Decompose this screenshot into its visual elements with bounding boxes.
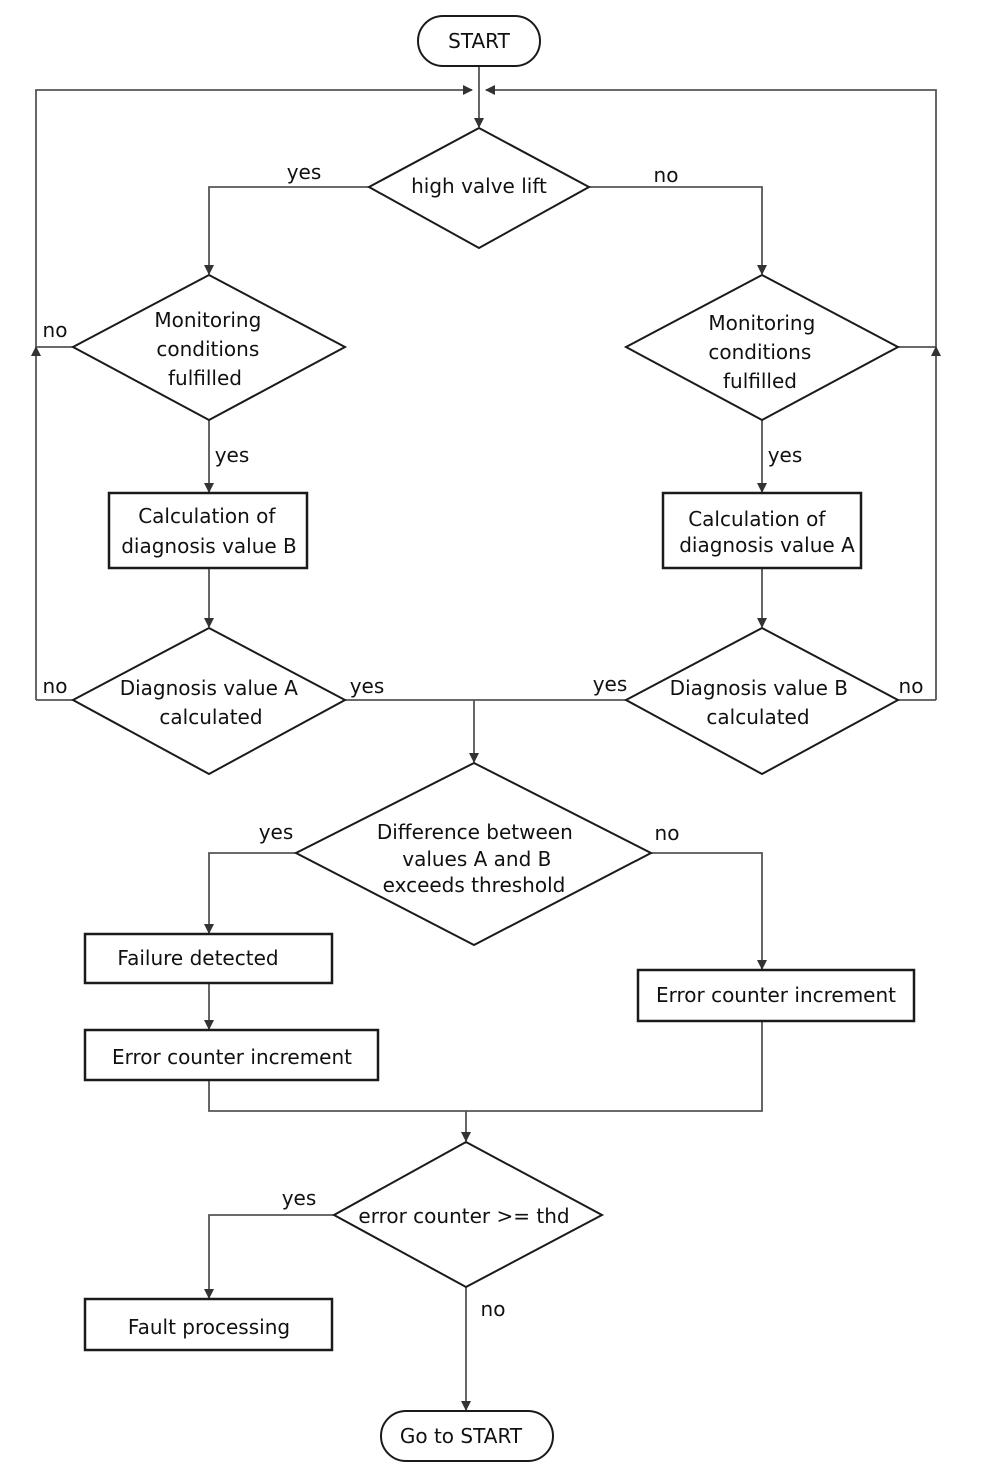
edge-label-diag-a-yes: yes (350, 674, 385, 698)
loop-mon-right-no (485, 85, 937, 348)
edge-label-diag-b-yes: yes (593, 672, 628, 696)
edge-label-diag-a-no: no (43, 674, 68, 698)
failure-detected-process: Failure detected (83, 932, 334, 985)
monitoring-right-label: Monitoring conditions fulfilled (708, 311, 821, 393)
arrow-diff-no (651, 852, 767, 970)
arrow-lift-no (588, 186, 767, 275)
difference-label: Difference between values A and B exceed… (377, 820, 579, 897)
fault-processing-label: Fault processing (128, 1315, 290, 1339)
arrow-lift-yes (204, 186, 370, 275)
edge-label-lift-no: no (654, 163, 679, 187)
edge-label-diag-b-no: no (899, 674, 924, 698)
error-counter-check-decision: error counter >= thd (331, 1140, 605, 1289)
connectors (31, 67, 941, 1411)
edge-label-mon-right-yes: yes (768, 443, 803, 467)
error-increment-left-process: Error counter increment (83, 1028, 380, 1082)
start-label: START (448, 29, 510, 53)
go-to-start-label: Go to START (400, 1424, 523, 1448)
high-valve-lift-label: high valve lift (411, 174, 547, 198)
arrow-counter-yes (204, 1214, 335, 1299)
difference-decision: Difference between values A and B exceed… (293, 761, 654, 947)
diag-a-calculated-label: Diagnosis value A calculated (120, 676, 305, 729)
edge-label-lift-yes: yes (287, 160, 322, 184)
error-increment-right-process: Error counter increment (636, 968, 916, 1023)
high-valve-lift-decision: high valve lift (366, 126, 592, 250)
go-to-start-node: Go to START (380, 1410, 554, 1462)
error-increment-right-label: Error counter increment (656, 983, 896, 1007)
monitoring-left-label: Monitoring conditions fulfilled (154, 308, 267, 390)
edge-label-diff-no: no (655, 821, 680, 845)
edge-label-counter-no: no (481, 1297, 506, 1321)
calc-a-label: Calculation of diagnosis value A (679, 507, 855, 557)
diag-b-calculated-label: Diagnosis value B calculated (670, 676, 855, 729)
edge-label-diff-yes: yes (259, 820, 294, 844)
failure-detected-label: Failure detected (117, 946, 278, 970)
monitoring-right-decision: Monitoring conditions fulfilled (623, 273, 901, 422)
error-increment-left-label: Error counter increment (112, 1045, 352, 1069)
edge-label-mon-left-no: no (43, 318, 68, 342)
diag-a-calculated-decision: Diagnosis value A calculated (70, 626, 348, 776)
monitoring-left-decision: Monitoring conditions fulfilled (70, 273, 348, 422)
diag-b-calculated-decision: Diagnosis value B calculated (623, 626, 901, 776)
edge-labels: yes no no yes yes no yes yes no yes no y… (43, 160, 924, 1321)
edge-label-mon-left-yes: yes (215, 443, 250, 467)
fault-processing-process: Fault processing (83, 1297, 334, 1352)
calc-b-label: Calculation of diagnosis value B (121, 504, 297, 558)
edge-label-counter-yes: yes (282, 1186, 317, 1210)
arrow-diff-yes (204, 852, 296, 934)
line-increments-merge (208, 1021, 763, 1112)
calc-b-process: Calculation of diagnosis value B (107, 491, 309, 570)
loop-mon-left-no (35, 85, 473, 348)
calc-a-process: Calculation of diagnosis value A (661, 491, 863, 570)
start-node: START (417, 15, 541, 67)
error-counter-check-label: error counter >= thd (358, 1204, 569, 1228)
